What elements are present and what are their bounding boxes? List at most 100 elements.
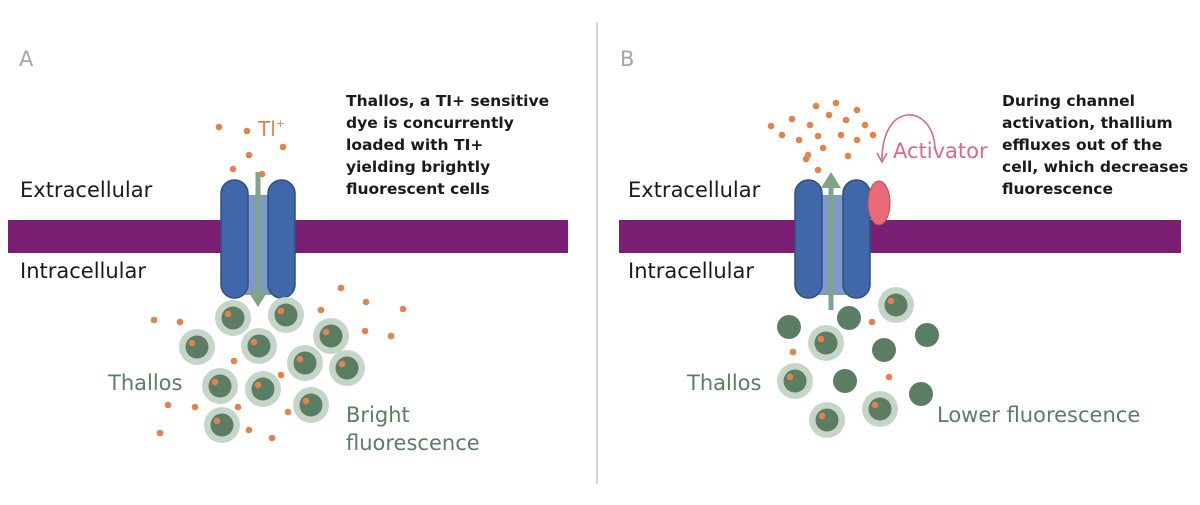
- thallos-loaded-cell: [862, 391, 898, 427]
- thallos-loaded-cell: [204, 407, 240, 443]
- thallos-loaded-cell: [179, 329, 215, 365]
- thallium-ion: [814, 166, 822, 174]
- panel-a-result-label: fluorescence: [346, 431, 480, 455]
- panel-a-result-label: Bright: [346, 403, 410, 427]
- panel-b-cells: [777, 287, 939, 438]
- panel-a-thallos-label: Thallos: [107, 371, 182, 395]
- thallium-ion: [243, 127, 251, 135]
- panel-b-caption: During channel activation, thallium effl…: [1002, 92, 1188, 198]
- panel-b-channel-subunit-right: [842, 179, 871, 299]
- panel-b-caption-line: cell, which decreases: [1002, 158, 1188, 176]
- thallium-ion: [819, 144, 827, 152]
- thallium-ion: [156, 429, 164, 437]
- thallos-loaded-cell: [215, 300, 251, 336]
- panel-a-ion-label: Tl+: [257, 117, 285, 141]
- thallos-loaded-cell: [808, 325, 844, 361]
- thallium-ion: [387, 332, 395, 340]
- thallos-loaded-cell: [878, 287, 914, 323]
- panel-b: B Extracellular Intracellular Activator …: [619, 47, 1188, 438]
- panel-a-intracellular-label: Intracellular: [20, 259, 146, 283]
- panel-b-efflux-arrow: [821, 172, 841, 310]
- panel-b-intracellular-label: Intracellular: [628, 259, 754, 283]
- dim-cell: [909, 382, 933, 406]
- panel-b-membrane: [619, 220, 1181, 253]
- panel-b-letter: B: [620, 47, 634, 71]
- dim-cell: [833, 369, 857, 393]
- thallium-ion: [361, 327, 369, 335]
- thallium-ion: [230, 357, 238, 365]
- thallium-ion: [234, 403, 242, 411]
- thallium-ion: [842, 116, 850, 124]
- thallium-ion: [150, 316, 158, 324]
- thallium-ion: [229, 165, 237, 173]
- thallium-ion: [279, 143, 287, 151]
- thallium-ion: [788, 115, 796, 123]
- thallium-ion: [853, 136, 861, 144]
- panel-a: A Extracellular Intracellular Tl+ Thallo…: [8, 47, 568, 455]
- thallium-ion: [176, 318, 184, 326]
- panel-a-influx-arrow: [248, 172, 268, 307]
- panel-a-channel-subunit-right: [267, 179, 296, 299]
- panel-b-caption-line: fluorescence: [1002, 180, 1113, 198]
- thallium-ion: [837, 131, 845, 139]
- activator-arrow: [876, 114, 936, 164]
- thallium-ion: [767, 122, 775, 130]
- thallium-ion: [795, 136, 803, 144]
- thallium-ion: [268, 434, 276, 442]
- thallium-ion: [258, 170, 266, 178]
- thallium-ion: [317, 306, 325, 314]
- panel-b-channel-subunit-left: [794, 179, 823, 299]
- panel-b-intracellular-ions: [789, 318, 893, 381]
- thallos-loaded-cell: [313, 318, 349, 354]
- thallium-ion: [245, 426, 253, 434]
- dim-cell: [915, 323, 939, 347]
- thallium-ion: [164, 401, 172, 409]
- thallium-ion: [191, 403, 199, 411]
- thallium-ion: [868, 318, 876, 326]
- panel-b-caption-line: effluxes out of the: [1002, 136, 1162, 154]
- thallium-ion: [885, 373, 893, 381]
- dim-cell: [872, 338, 896, 362]
- panel-a-letter: A: [19, 47, 34, 71]
- thallium-ion: [869, 131, 877, 139]
- thallium-ion: [861, 121, 869, 129]
- thallium-ion: [812, 102, 820, 110]
- thallium-ion: [215, 123, 223, 131]
- thallos-loaded-cell: [809, 402, 845, 438]
- panel-b-thallos-label: Thallos: [686, 371, 761, 395]
- panel-b-caption-line: activation, thallium: [1002, 114, 1173, 132]
- thallium-ion: [806, 121, 814, 129]
- panel-a-intracellular-ions: [150, 284, 407, 442]
- thallos-loaded-cell: [202, 368, 238, 404]
- panel-b-caption-line: During channel: [1002, 92, 1135, 110]
- activator-molecule: [867, 180, 891, 226]
- panel-a-caption-line: Thallos, a TI+ sensitive: [346, 92, 549, 110]
- thallium-ion: [362, 298, 370, 306]
- thallos-loaded-cell: [287, 345, 323, 381]
- panel-a-caption-line: fluorescent cells: [346, 180, 490, 198]
- dim-cell: [777, 315, 801, 339]
- thallos-loaded-cell: [777, 363, 813, 399]
- thallium-ion: [284, 408, 292, 416]
- thallos-loaded-cell: [245, 371, 281, 407]
- thallium-ion: [853, 106, 861, 114]
- thallium-ion: [802, 155, 810, 163]
- thallium-ion: [844, 152, 852, 160]
- thallium-ion: [245, 151, 253, 159]
- panel-a-cells: [179, 297, 365, 443]
- thallium-ion: [825, 111, 833, 119]
- thallos-loaded-cell: [293, 387, 329, 423]
- panel-a-caption-line: loaded with TI+: [346, 136, 483, 154]
- thallium-ion: [789, 348, 797, 356]
- dim-cell: [837, 306, 861, 330]
- panel-a-caption-line: yielding brightly: [346, 158, 490, 176]
- panel-a-extracellular-label: Extracellular: [20, 178, 153, 202]
- thallos-loaded-cell: [329, 350, 365, 386]
- panel-b-result-label: Lower fluorescence: [937, 403, 1140, 427]
- activator-label: Activator: [893, 139, 988, 163]
- thallos-loaded-cell: [241, 328, 277, 364]
- thallium-ion: [832, 99, 840, 107]
- panel-a-caption-line: dye is concurrently: [346, 114, 514, 132]
- thallium-ion: [277, 371, 285, 379]
- thallium-ion: [778, 131, 786, 139]
